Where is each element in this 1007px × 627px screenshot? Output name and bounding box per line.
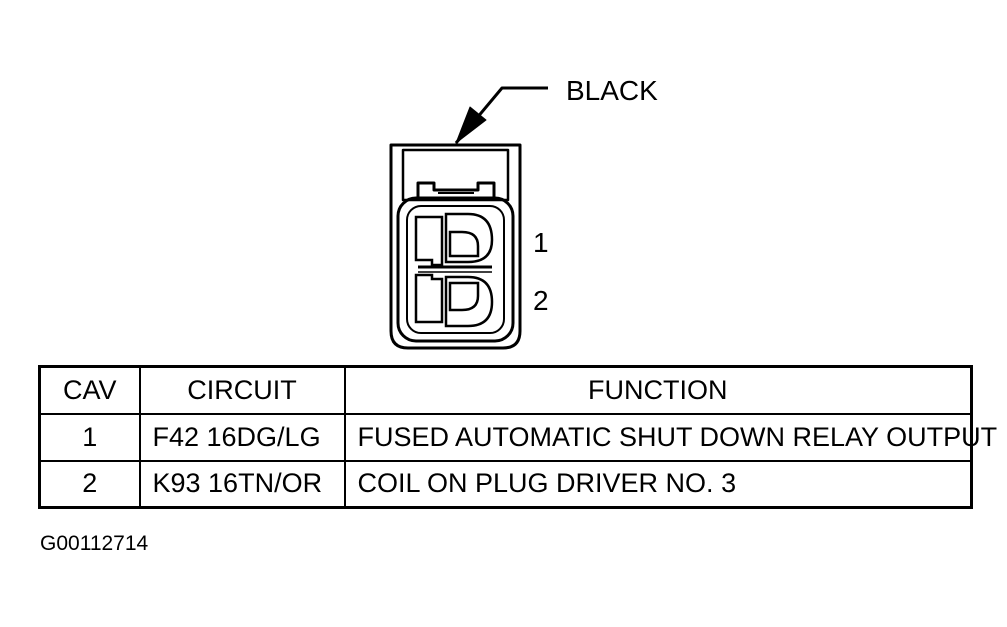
connector-color-label: BLACK <box>566 75 658 106</box>
pinout-table: CAV CIRCUIT FUNCTION 1 F42 16DG/LG FUSED… <box>38 365 997 509</box>
header-cav: CAV <box>38 365 141 415</box>
table-header-row: CAV CIRCUIT FUNCTION <box>38 365 973 415</box>
cell-cav: 2 <box>38 459 141 509</box>
connector-body <box>389 143 522 350</box>
cell-cav: 1 <box>38 412 141 462</box>
cell-function: COIL ON PLUG DRIVER NO. 3 <box>343 459 973 509</box>
cell-circuit: F42 16DG/LG <box>138 412 346 462</box>
color-leader-arrow <box>454 86 548 144</box>
cell-function: FUSED AUTOMATIC SHUT DOWN RELAY OUTPUT <box>343 412 997 462</box>
cavity-1 <box>414 212 494 267</box>
connector-diagram: BLACK 1 2 <box>389 75 658 350</box>
table-row: 1 F42 16DG/LG FUSED AUTOMATIC SHUT DOWN … <box>38 412 997 462</box>
figure-id: G00112714 <box>40 532 149 555</box>
cell-circuit: K93 16TN/OR <box>138 459 346 509</box>
header-function: FUNCTION <box>343 365 973 415</box>
cavity-2 <box>414 273 494 328</box>
table-row: 2 K93 16TN/OR COIL ON PLUG DRIVER NO. 3 <box>38 459 973 509</box>
pin-label-1: 1 <box>533 227 549 258</box>
header-circuit: CIRCUIT <box>138 365 346 415</box>
pin-label-2: 2 <box>533 285 549 316</box>
